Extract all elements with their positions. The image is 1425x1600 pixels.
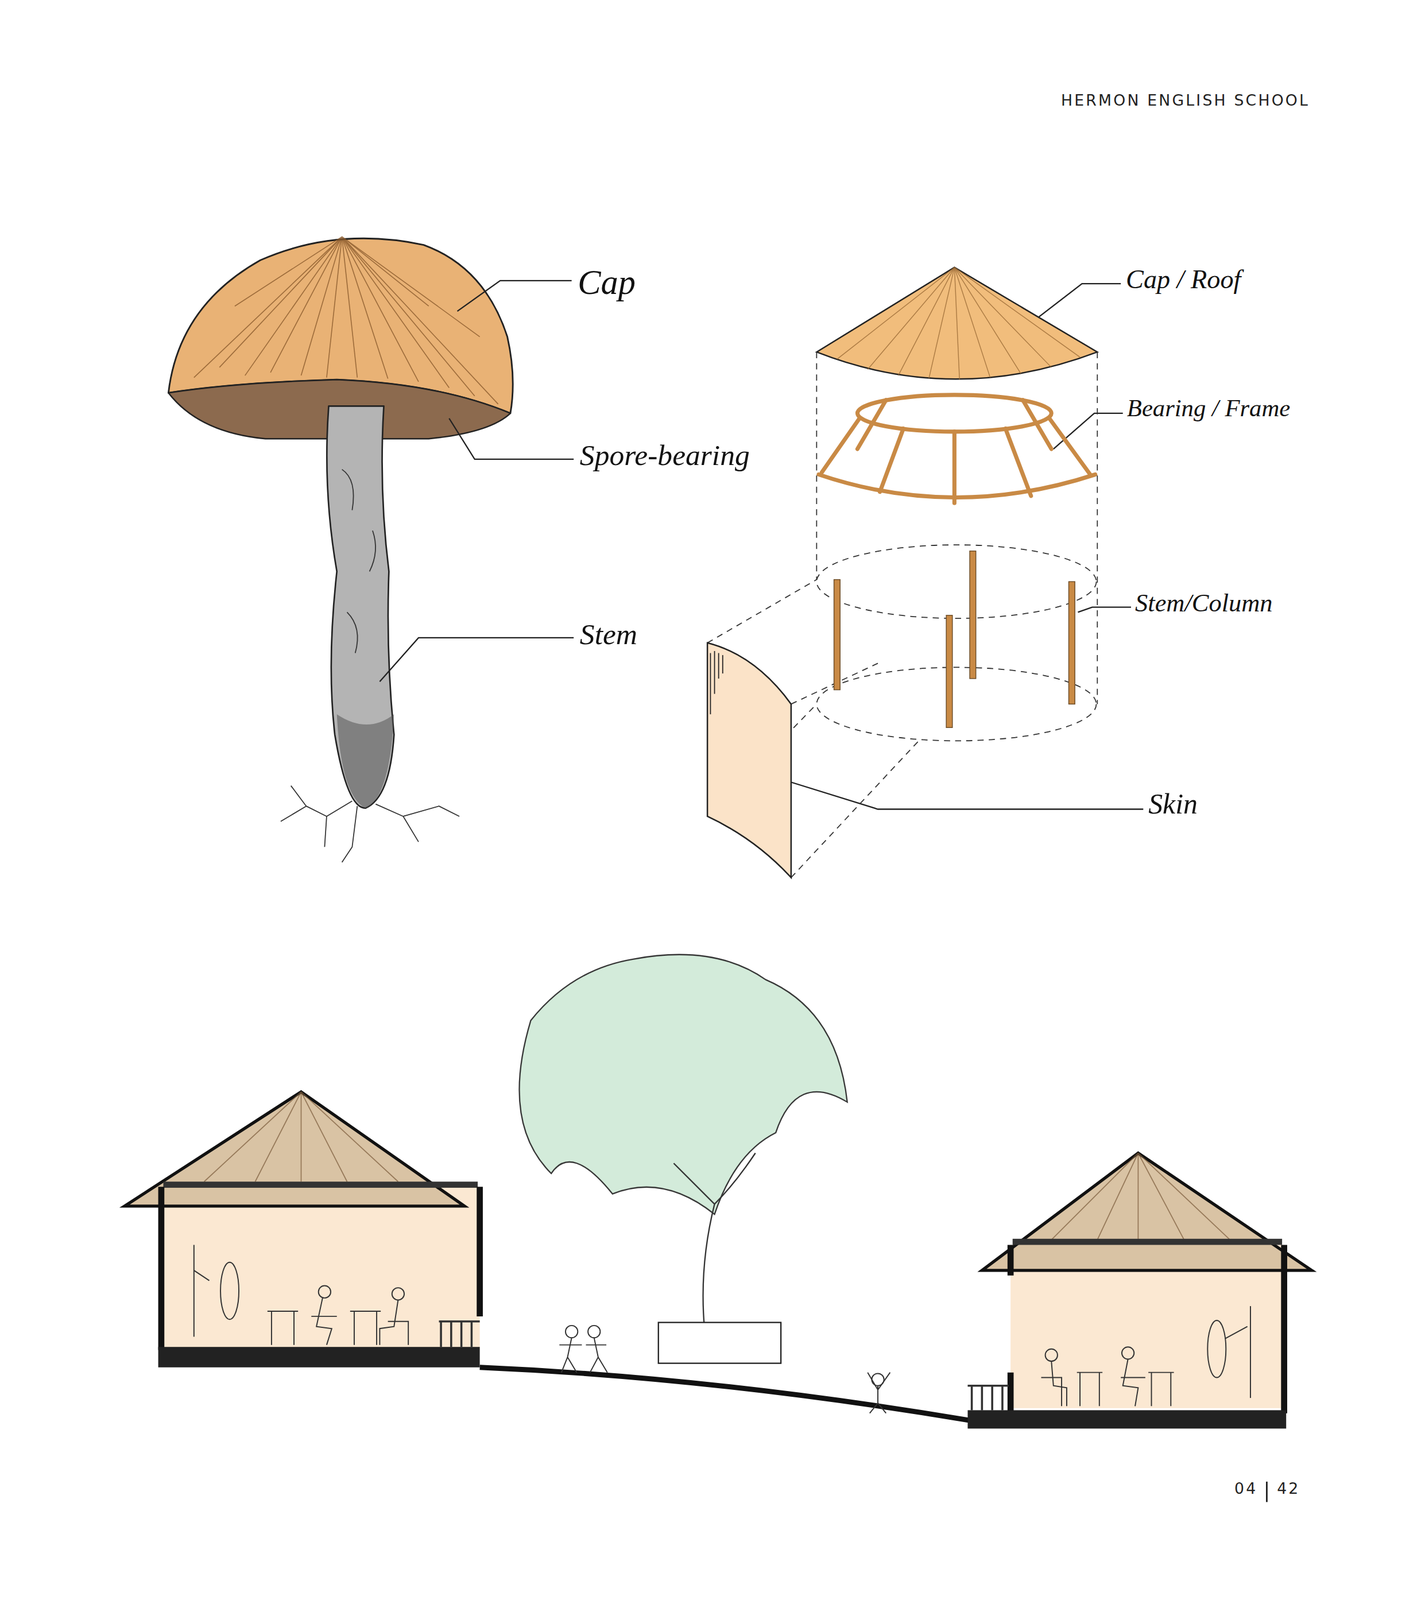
mushroom-drawing bbox=[168, 236, 513, 863]
exploded-roof bbox=[707, 267, 1098, 878]
part-label: Skin bbox=[1148, 788, 1198, 821]
part-label: Cap bbox=[577, 263, 636, 302]
page-number: 04 bbox=[1234, 1480, 1258, 1497]
site-section bbox=[124, 954, 1312, 1430]
page-number: 42 bbox=[1276, 1480, 1300, 1497]
part-label: Bearing / Frame bbox=[1127, 395, 1291, 422]
part-label: Spore-bearing bbox=[579, 439, 750, 472]
page-number-divider bbox=[1265, 1481, 1268, 1503]
part-label: Stem/Column bbox=[1135, 589, 1273, 618]
part-label: Stem bbox=[579, 618, 638, 652]
running-header: HERMON ENGLISH SCHOOL bbox=[1060, 91, 1310, 109]
part-label: Cap / Roof bbox=[1125, 265, 1241, 295]
